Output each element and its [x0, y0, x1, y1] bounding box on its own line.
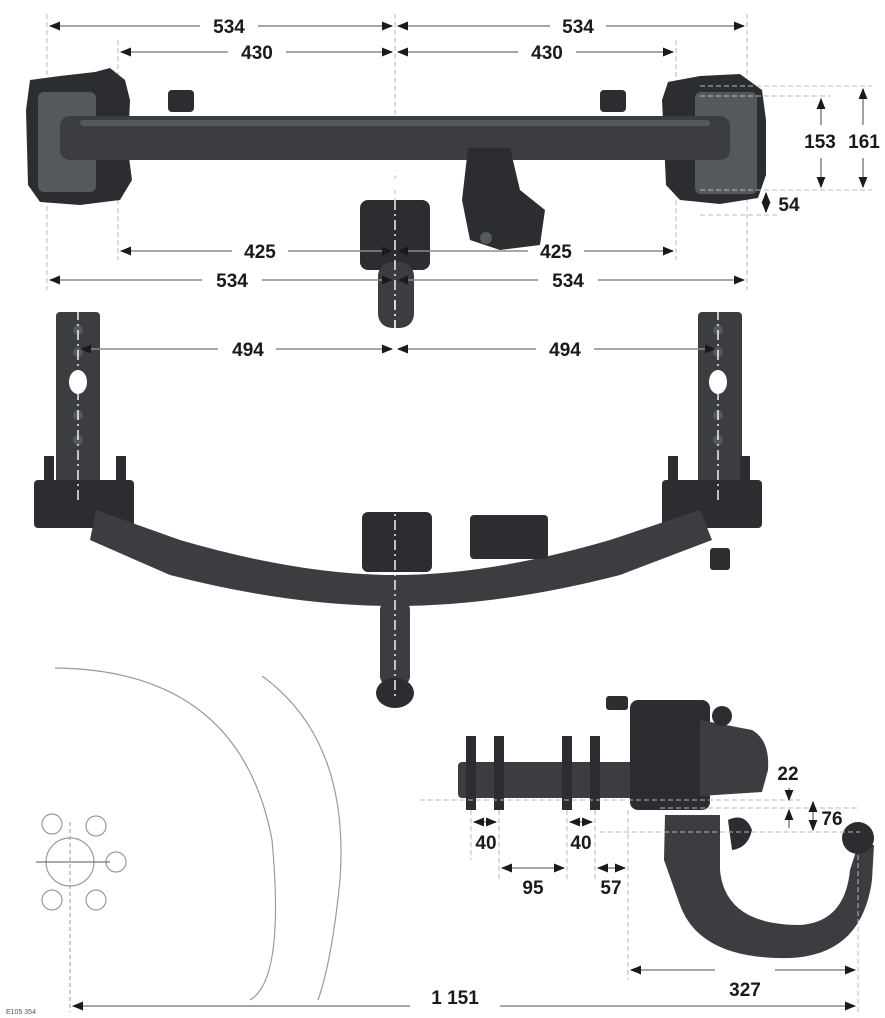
front-crossbar: [90, 510, 712, 606]
bolt: [590, 736, 600, 810]
dim-inner-right: 430: [531, 43, 563, 64]
crossbar-highlight: [80, 120, 710, 126]
bolt: [466, 736, 476, 810]
bolt: [116, 456, 126, 484]
dim-lower-right: 534: [552, 271, 584, 292]
right-vertical-arm: [698, 312, 742, 492]
right-connector: [600, 90, 626, 112]
arm-slot: [69, 370, 87, 394]
top-crossbar: [60, 116, 730, 160]
bolt: [494, 736, 504, 810]
arm-slot: [709, 370, 727, 394]
figure-code: E105 354: [6, 1009, 36, 1016]
front-view: 494 494: [34, 300, 762, 708]
wheel-arc-outer: [261, 675, 342, 1001]
dim-inner-left: 430: [241, 43, 273, 64]
tow-ball: [376, 678, 414, 708]
bolt: [562, 736, 572, 810]
dim-bracket-outer: 161: [848, 132, 880, 153]
dim-bracket-inner: 153: [804, 132, 836, 153]
lug-hole: [41, 813, 63, 835]
dim-mount-right: 425: [540, 242, 572, 263]
top-view: 534 534 430 430 425 425 534 534 153 161 …: [26, 14, 880, 330]
dim-ball-above: 22: [777, 764, 798, 785]
lug-hole: [41, 889, 63, 911]
dim-overall-length: 1 151: [431, 988, 479, 1009]
socket-pivot: [480, 232, 492, 244]
side-rail: [458, 762, 638, 798]
dim-arm-left: 494: [232, 340, 264, 361]
left-vertical-arm: [56, 312, 100, 492]
dim-mount-left: 425: [244, 242, 276, 263]
side-latch: [728, 817, 752, 850]
wheel-outline: [36, 667, 342, 1012]
bolt: [740, 456, 750, 484]
side-view: 22 76 40 40 95 57 327 1 151: [71, 696, 874, 1012]
dim-overall-right: 534: [562, 17, 594, 38]
side-receiver: [630, 700, 710, 810]
ball-neck-top: [378, 262, 414, 328]
left-connector: [168, 90, 194, 112]
dim-bolt-pair: 95: [522, 878, 544, 899]
dim-rear-offset: 57: [600, 878, 621, 899]
dim-lower-left: 534: [216, 271, 248, 292]
dim-bracket-offset: 54: [778, 195, 800, 216]
wheel-arc-inner: [54, 667, 277, 1001]
bolt: [44, 456, 54, 484]
side-knob-round: [712, 706, 732, 726]
side-knob: [606, 696, 628, 710]
electrical-socket: [462, 148, 545, 250]
side-connector: [710, 548, 730, 570]
dim-ball-reach: 327: [729, 980, 761, 1001]
side-gooseneck: [664, 815, 874, 959]
bolt: [668, 456, 678, 484]
front-receiver: [362, 512, 432, 572]
dim-bolt-right: 40: [570, 833, 591, 854]
dim-ball-below: 76: [821, 809, 842, 830]
side-tow-ball: [842, 822, 874, 854]
dim-overall-left: 534: [213, 17, 245, 38]
front-socket-module: [470, 515, 548, 559]
dim-arm-right: 494: [549, 340, 581, 361]
dim-bolt-left: 40: [475, 833, 496, 854]
lug-hole: [85, 889, 107, 911]
side-socket: [700, 720, 769, 796]
lug-hole: [85, 815, 107, 837]
